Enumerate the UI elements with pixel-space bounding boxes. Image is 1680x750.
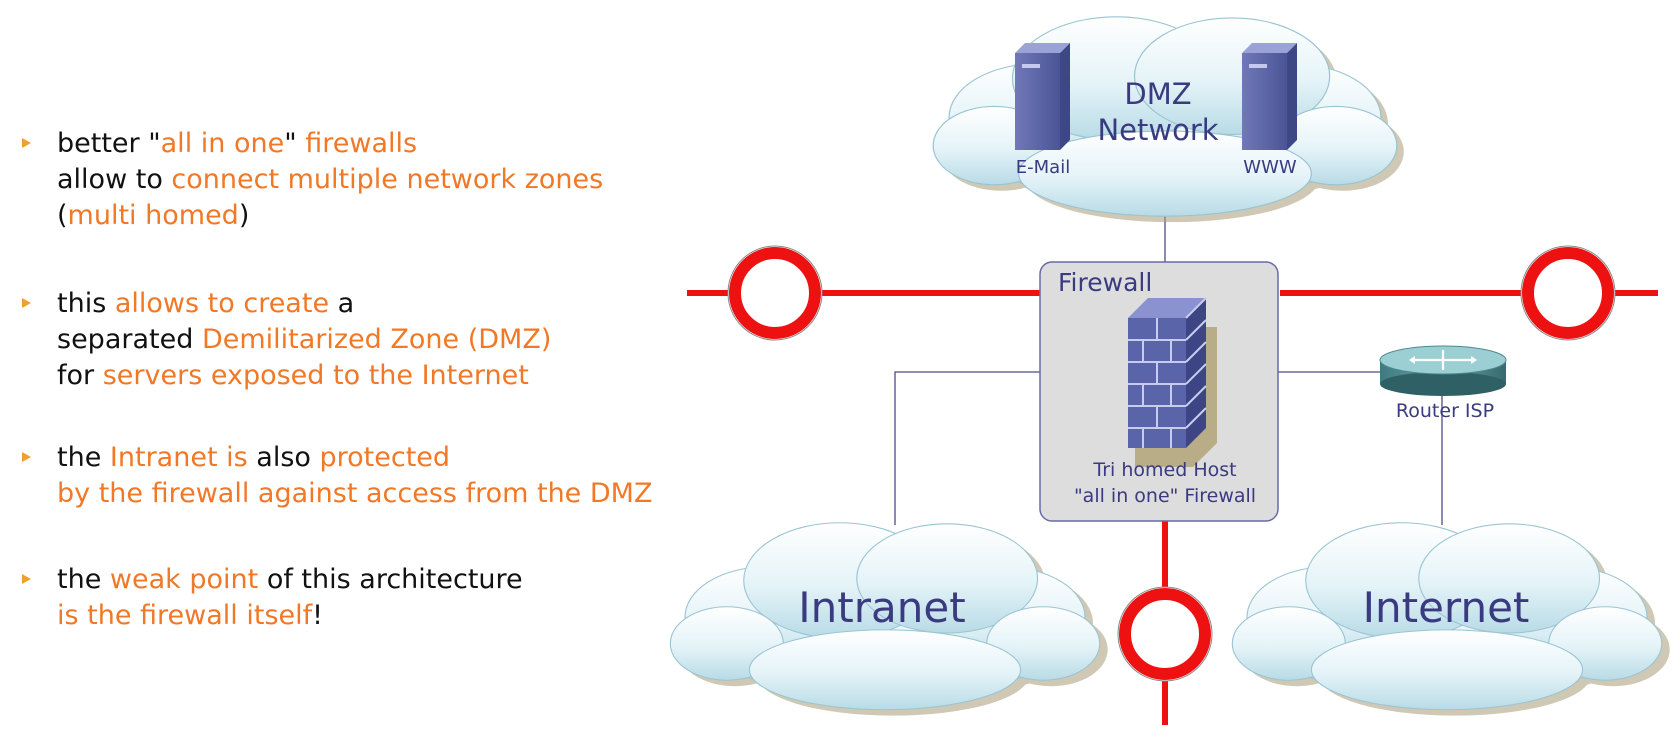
firewall-caption-line1: Tri homed Host	[1092, 459, 1236, 481]
highlight-text: Demilitarized Zone (DMZ)	[201, 324, 552, 355]
body-text: of this architecture	[258, 564, 523, 595]
server-icon	[1242, 43, 1297, 150]
highlight-text: all in one	[160, 128, 285, 159]
intranet-cloud: Intranet	[669, 522, 1108, 716]
server-label-email: E-Mail	[1016, 157, 1070, 178]
firewall-caption-line2: "all in one" Firewall	[1074, 485, 1256, 507]
body-text: allow to	[57, 164, 172, 195]
bullet-line: separated Demilitarized Zone (DMZ)	[57, 322, 551, 358]
bullet-line: better "all in one" firewalls	[57, 126, 417, 162]
body-text: the	[57, 442, 110, 473]
router-icon	[1379, 345, 1507, 396]
network-segment-ring-right	[1520, 245, 1616, 341]
body-text: "	[284, 128, 306, 159]
highlight-text: allows to create	[114, 288, 330, 319]
bullet-marker-icon	[22, 138, 31, 148]
body-text: this	[57, 288, 115, 319]
bullet-line: is the firewall itself!	[57, 598, 323, 634]
bullet-marker-icon	[22, 574, 31, 584]
bullet-marker-icon	[22, 298, 31, 308]
body-text: a	[329, 288, 355, 319]
dmz-cloud: DMZ Network E-Mail WWW	[932, 16, 1404, 223]
bullet-marker-icon	[22, 452, 31, 462]
highlight-text: firewalls	[305, 128, 418, 159]
highlight-text: servers exposed to the Internet	[102, 360, 529, 391]
highlight-text: multi homed	[67, 200, 239, 231]
intranet-label: Intranet	[798, 583, 965, 632]
bullet-line: allow to connect multiple network zones	[57, 162, 603, 198]
firewall-icon	[1128, 297, 1217, 467]
bullet-line: the weak point of this architecture	[57, 562, 523, 598]
server-icon	[1015, 43, 1070, 150]
body-text: better "	[57, 128, 161, 159]
internet-label: Internet	[1363, 583, 1530, 632]
body-text: separated	[57, 324, 202, 355]
bullet-line: (multi homed)	[57, 198, 249, 234]
network-segment-ring-bottom	[1117, 586, 1213, 682]
highlight-text: weak point	[109, 564, 259, 595]
dmz-title-line2: Network	[1097, 113, 1218, 147]
firewall-box: Firewall	[1039, 261, 1279, 522]
internet-cloud: Internet	[1231, 522, 1670, 716]
bullet-line: the Intranet is also protected	[57, 440, 450, 476]
bullet-line: by the firewall against access from the …	[57, 476, 652, 512]
body-text: (	[57, 200, 68, 231]
highlight-text: Intranet is	[109, 442, 248, 473]
network-segment-ring-left	[727, 245, 823, 341]
bullet-line: this allows to create a	[57, 286, 354, 322]
highlight-text: protected	[319, 442, 451, 473]
router-label: Router ISP	[1396, 400, 1494, 422]
highlight-text: connect multiple network zones	[171, 164, 604, 195]
body-text: )	[238, 200, 250, 231]
dmz-title-line1: DMZ	[1124, 77, 1191, 111]
body-text: !	[312, 600, 323, 631]
body-text: also	[247, 442, 320, 473]
highlight-text: is the firewall itself	[57, 600, 313, 631]
body-text: for	[57, 360, 103, 391]
bullet-line: for servers exposed to the Internet	[57, 358, 529, 394]
highlight-text: by the firewall against access from the …	[57, 478, 653, 509]
body-text: the	[57, 564, 110, 595]
firewall-box-title: Firewall	[1058, 268, 1152, 297]
server-label-www: WWW	[1243, 157, 1297, 178]
